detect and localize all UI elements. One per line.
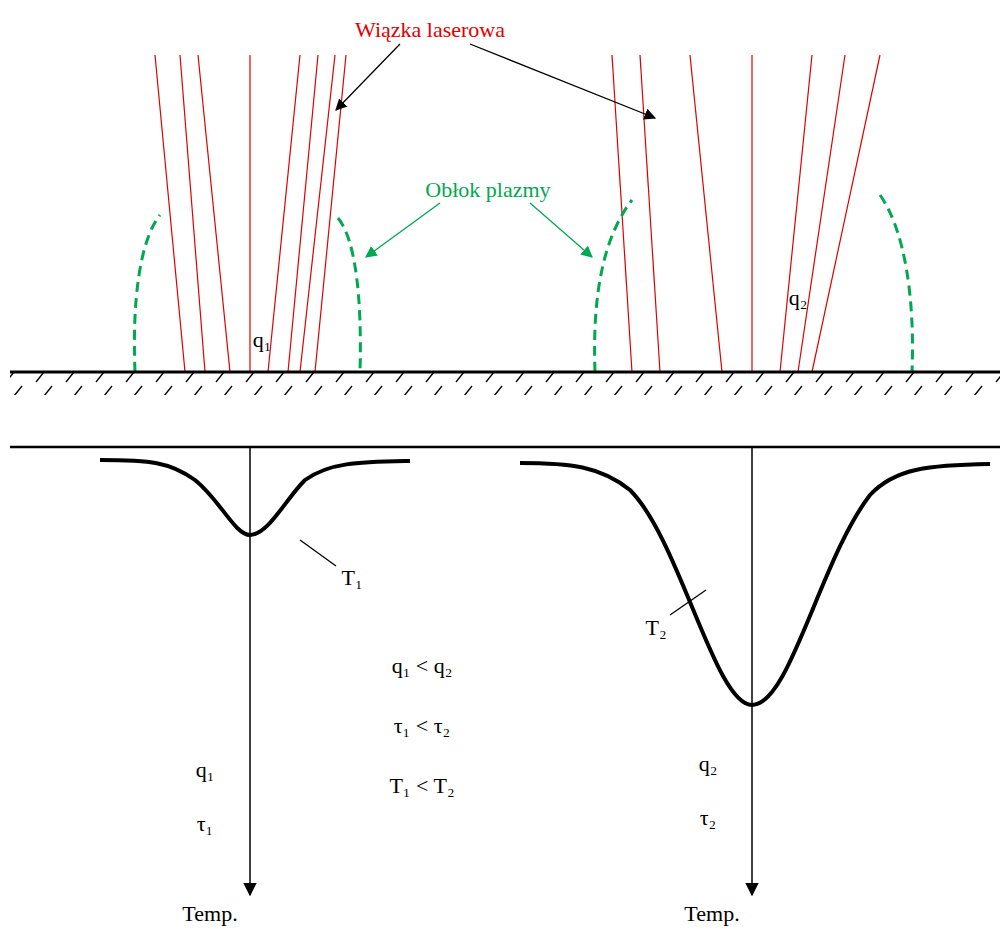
axis-label: τ₁ [197, 812, 214, 836]
flux-label: q₁ [253, 328, 272, 352]
leader-line [670, 590, 706, 615]
axis-title: Temp. [684, 902, 739, 926]
surface-hatching [10, 373, 1000, 395]
beam-label: Wiązka laserowa [355, 18, 505, 42]
temperature-axis [249, 447, 251, 895]
leader-arrow [530, 203, 592, 257]
axis-label: q₂ [699, 752, 718, 776]
curve-label: T₁ [341, 566, 362, 590]
plasma-cloud [134, 195, 912, 372]
laser-beam [612, 55, 880, 372]
relation-label: T₁ < T₂ [389, 774, 454, 798]
leader-arrow [470, 44, 655, 118]
relation-label: τ₁ < τ₂ [394, 714, 450, 738]
temperature-curve [520, 463, 990, 705]
axis-title: Temp. [182, 902, 237, 926]
temperature-axis [751, 447, 753, 895]
curve-label: T₂ [645, 616, 666, 640]
material-surface [10, 371, 1000, 374]
leader-arrow [366, 203, 440, 257]
flux-label: q₂ [789, 286, 808, 310]
relation-label: q₁ < q₂ [392, 654, 453, 678]
plasma-label: Obłok plazmy [425, 178, 550, 202]
axis-label: τ₂ [700, 806, 717, 830]
baseline [10, 446, 1000, 449]
laser-beam [155, 55, 346, 372]
leader-arrow [336, 44, 400, 110]
axis-label: q₁ [196, 758, 215, 782]
leader-line [300, 540, 336, 566]
temperature-curve [100, 460, 410, 535]
